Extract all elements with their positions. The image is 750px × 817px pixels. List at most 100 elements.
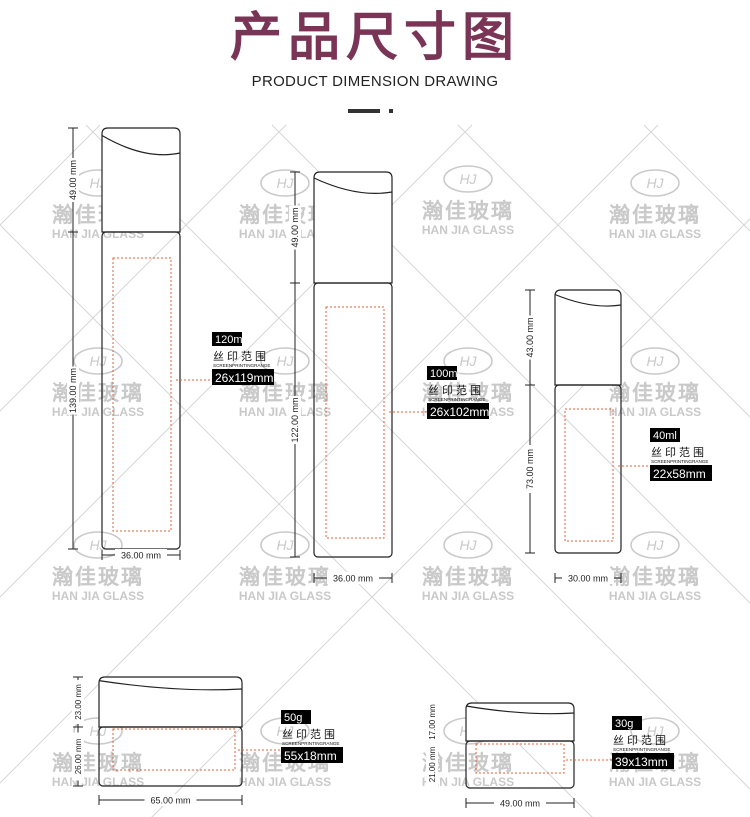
print-size-text: 55x18mm	[284, 749, 337, 763]
body-outline	[465, 740, 575, 789]
header-divider-dash	[348, 109, 380, 113]
watermark-logo-text: HJ	[89, 353, 107, 369]
watermark-name-cn: 瀚佳玻璃	[422, 199, 514, 223]
body-height-label: 73.00 mm	[525, 449, 535, 489]
capacity-text: 120ml	[215, 334, 245, 346]
cap-slope-line	[313, 177, 393, 194]
print-size-text: 39x13mm	[615, 755, 668, 769]
print-area-outline	[325, 306, 385, 539]
page-subtitle: PRODUCT DIMENSION DRAWING	[251, 73, 499, 90]
body-height-label: 21.00 mm	[428, 746, 437, 782]
capacity-text: 30g	[615, 718, 633, 730]
body-dimension-bg	[426, 740, 438, 789]
cap-dimension-bg	[426, 700, 438, 744]
watermark-name-cn: 瀚佳玻璃	[422, 381, 514, 405]
watermark-logo-text: HJ	[646, 537, 664, 553]
cap-height-label: 49.00 mm	[290, 207, 300, 247]
cap-outline	[101, 127, 181, 233]
cap-dimension-bg	[289, 205, 301, 250]
print-size-badge	[612, 753, 674, 769]
watermark-oval-icon	[73, 531, 123, 559]
body-outline	[313, 282, 393, 558]
page-title: 产品尺寸图	[229, 8, 520, 68]
watermark-oval-icon	[73, 717, 123, 745]
width-label: 49.00 mm	[500, 799, 540, 809]
body-dimension-bg	[524, 445, 536, 493]
print-size-badge	[427, 403, 489, 419]
cap-slope-line	[554, 293, 622, 307]
watermark-oval-icon	[443, 531, 493, 559]
screen-print-range-en: SCREENPRINTINGRANGE	[651, 459, 708, 464]
capacity-badge	[612, 716, 642, 730]
watermark-name-en: HAN JIA GLASS	[52, 589, 144, 603]
page-header: 产品尺寸图 PRODUCT DIMENSION DRAWING	[0, 0, 750, 125]
cap-outline	[98, 676, 243, 728]
watermark-oval-icon	[630, 347, 680, 375]
cap-dimension-bg	[72, 680, 84, 724]
cap-height-label: 17.00 mm	[428, 704, 437, 740]
watermark-logo-text: HJ	[276, 353, 294, 369]
watermark-oval-icon	[630, 717, 680, 745]
print-size-badge	[650, 465, 712, 481]
watermark-name-cn: 瀚佳玻璃	[52, 751, 144, 775]
print-size-text: 26x119mm	[215, 371, 273, 385]
cap-slope-line	[98, 680, 243, 691]
width-label: 30.00 mm	[568, 574, 608, 584]
cap-dimension-bg	[524, 315, 536, 360]
watermark-name-en: HAN JIA GLASS	[609, 405, 701, 419]
screen-print-range-cn: 丝印范围	[213, 349, 269, 363]
watermark-oval-icon	[73, 347, 123, 375]
header-divider-dot	[389, 109, 393, 113]
watermark-name-cn: 瀚佳玻璃	[422, 565, 514, 589]
watermark-name-cn: 瀚佳玻璃	[609, 203, 701, 227]
lattice-line	[457, 124, 750, 418]
watermark-name-cn: 瀚佳玻璃	[52, 381, 144, 405]
watermark-name-en: HAN JIA GLASS	[239, 589, 331, 603]
print-area-outline	[112, 257, 172, 532]
width-dimension-bg	[562, 572, 614, 584]
watermark-logo-text: HJ	[459, 537, 477, 553]
print-size-text: 22x58mm	[653, 467, 706, 481]
width-dimension-bg	[144, 794, 197, 806]
watermark-logo-text: HJ	[89, 537, 107, 553]
watermark-oval-icon	[443, 347, 493, 375]
cap-outline	[554, 289, 622, 386]
watermark-name-en: HAN JIA GLASS	[239, 227, 331, 241]
screen-print-range-cn: 丝印范围	[428, 383, 484, 397]
print-area-outline	[564, 408, 614, 542]
watermark-name-cn: 瀚佳玻璃	[609, 381, 701, 405]
watermark-logo-text: HJ	[646, 723, 664, 739]
watermark-name-en: HAN JIA GLASS	[609, 227, 701, 241]
capacity-text: 50g	[284, 712, 302, 724]
watermark-oval-icon	[443, 165, 493, 193]
body-dimension-bg	[67, 366, 79, 415]
cap-outline	[313, 171, 393, 284]
screen-print-range-cn: 丝印范围	[282, 727, 338, 741]
body-height-label: 26.00 mm	[74, 738, 83, 774]
cap-height-label: 23.00 mm	[74, 684, 83, 720]
capacity-text: 100ml	[430, 368, 460, 380]
print-area-outline	[475, 743, 565, 774]
watermark-oval-icon	[630, 531, 680, 559]
watermark-oval-icon	[630, 169, 680, 197]
screen-print-range-en: SCREENPRINTINGRANGE	[282, 741, 339, 746]
lattice-line	[151, 218, 750, 817]
screen-print-range-en: SCREENPRINTINGRANGE	[613, 747, 670, 752]
width-label: 36.00 mm	[121, 551, 161, 561]
watermark-logo-text: HJ	[276, 175, 294, 191]
capacity-text: 40ml	[653, 430, 677, 442]
cap-dimension-bg	[67, 158, 79, 202]
capacity-badge	[427, 366, 457, 380]
watermark-name-en: HAN JIA GLASS	[52, 775, 144, 789]
